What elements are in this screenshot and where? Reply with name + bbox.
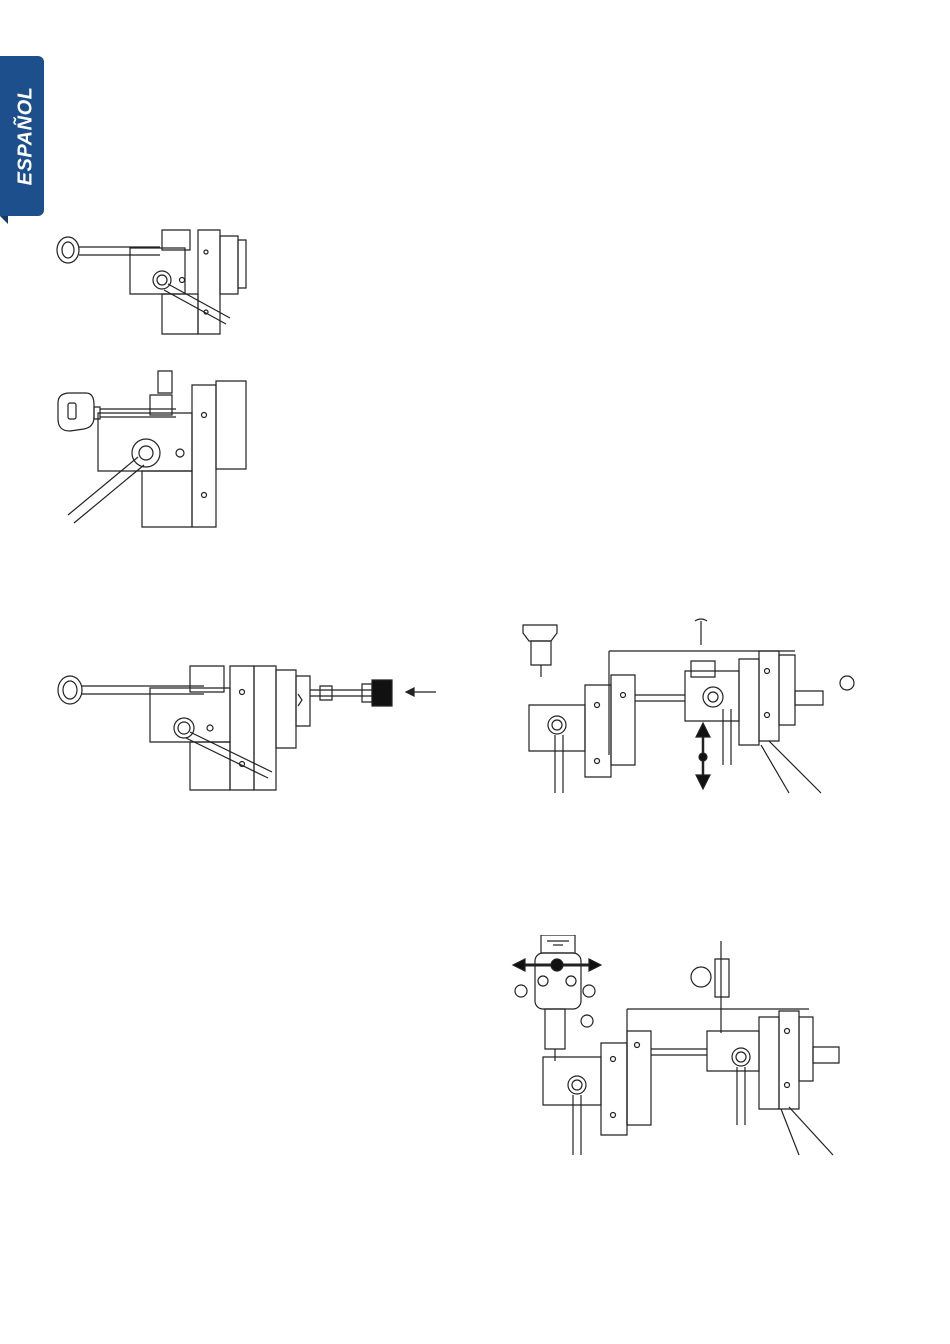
- language-label: ESPAÑOL: [15, 87, 38, 186]
- language-tab[interactable]: ESPAÑOL: [8, 56, 44, 216]
- figure-cutter-horizontal-adjustment: [505, 935, 865, 1160]
- figure-carriage-height-adjustment: [505, 615, 865, 800]
- figure-key-in-vice-large: [50, 365, 260, 530]
- figure-vice-with-tracer-point: [50, 652, 440, 798]
- figure-key-in-vice-small: [50, 222, 260, 340]
